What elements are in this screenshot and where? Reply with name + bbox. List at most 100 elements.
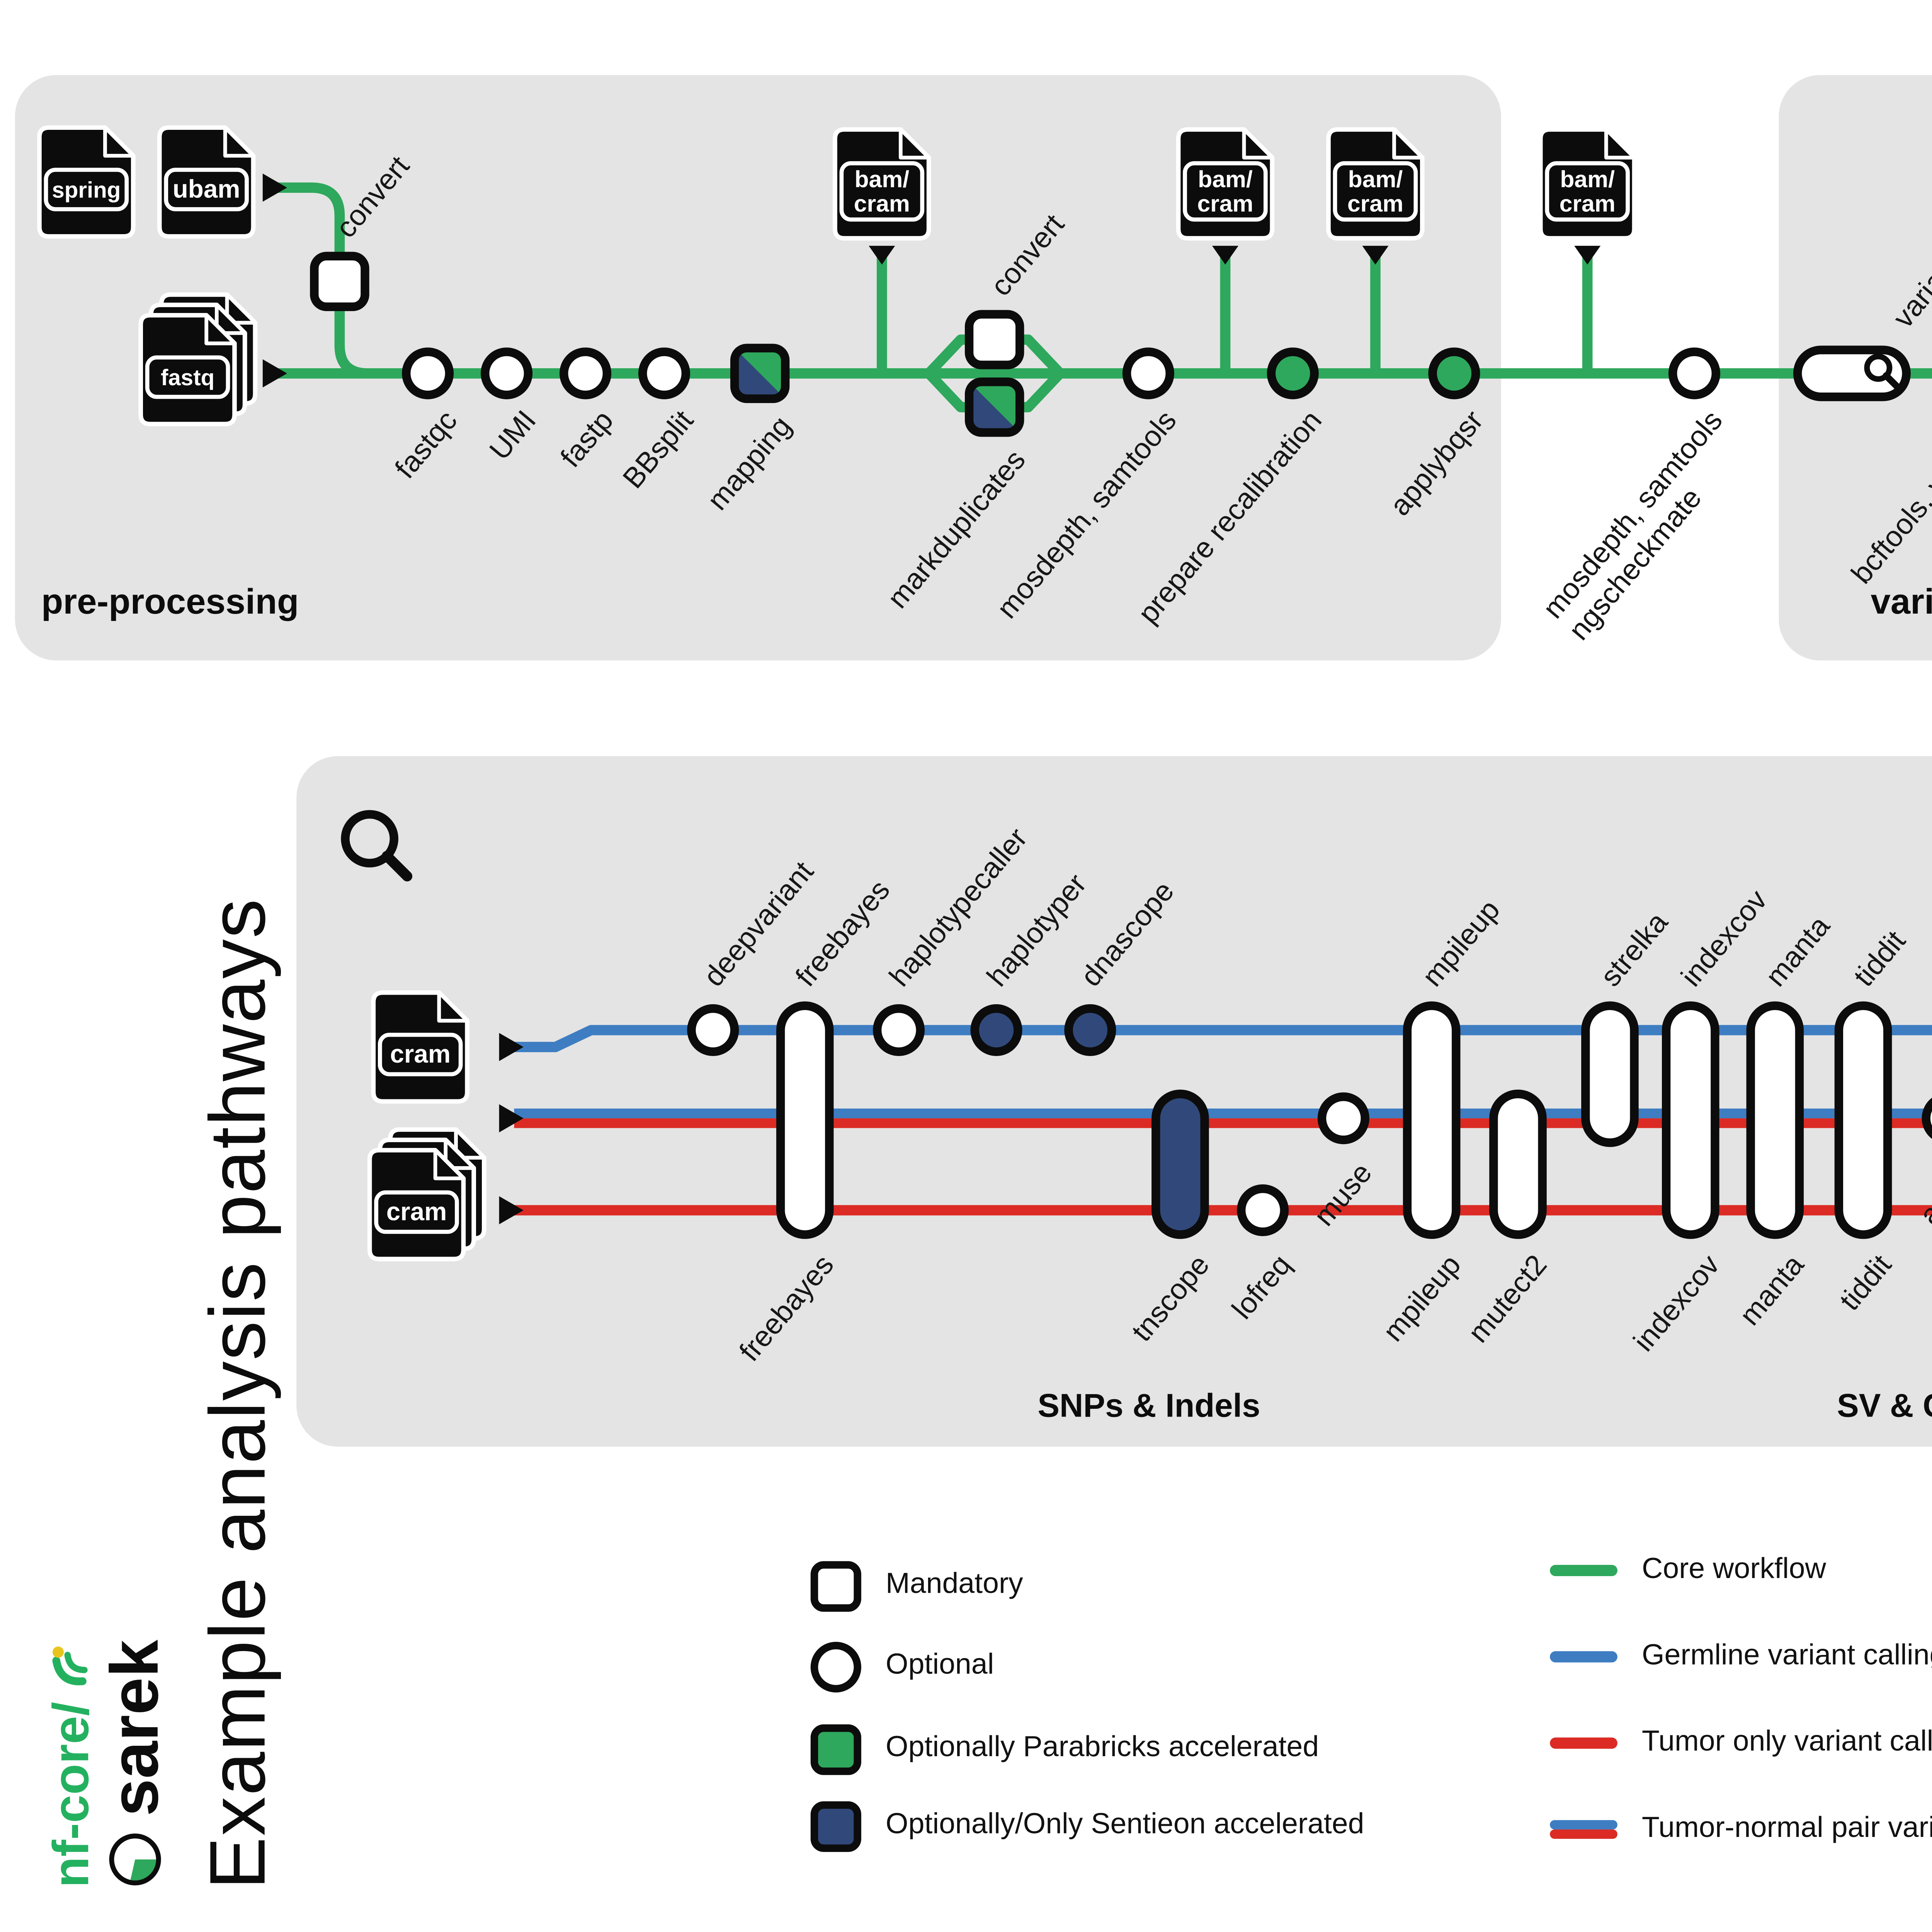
- node-tiddit: [1834, 1001, 1892, 1239]
- svg-text:bam/: bam/: [854, 166, 909, 192]
- svg-text:bam/: bam/: [1560, 166, 1615, 192]
- legend-label-optional: Optional: [886, 1649, 994, 1681]
- node-mpileup: [1403, 1001, 1461, 1239]
- node-mosdepth-ngscheckmate: [1668, 347, 1720, 400]
- node-dnascope: [1064, 1004, 1116, 1056]
- node-haplotyper: [970, 1004, 1022, 1056]
- file-icon-bam-cram-2: bam/cram: [1176, 127, 1275, 241]
- arrow-bam-out-1: [869, 246, 895, 265]
- legend-swatch-tumor-only: [1550, 1738, 1617, 1748]
- legend-label-sentieon: Optionally/Only Sentieon accelerated: [886, 1809, 1364, 1841]
- svg-text:fastq: fastq: [161, 365, 214, 390]
- svg-text:cram: cram: [1197, 190, 1253, 217]
- svg-text:bam/: bam/: [1198, 166, 1253, 192]
- node-applybqsr: [1428, 347, 1480, 400]
- legend-swatch-pair-blue: [1550, 1820, 1617, 1830]
- section-title-sv-cnv: SV & CNV: [1837, 1386, 1932, 1424]
- legend-shape-sentieon: Optionally/Only Sentieon accelerated: [810, 1798, 1364, 1854]
- svg-text:ubam: ubam: [173, 175, 240, 203]
- legend-swatch-tumor-normal-pair: [1550, 1820, 1617, 1839]
- svg-text:cram: cram: [1347, 190, 1403, 217]
- legend-label-tumor-only: Tumor only variant calling: [1642, 1726, 1932, 1759]
- attribution: Adapted from: Fellows Yates, James A., e…: [1876, 1905, 1932, 1932]
- svg-text:cram: cram: [390, 1040, 451, 1068]
- legend-shape-optional: Optional: [810, 1638, 994, 1694]
- legend-label-parabricks: Optionally Parabricks accelerated: [886, 1732, 1319, 1764]
- svg-text:cram: cram: [854, 190, 910, 217]
- magnifier-handle: [1883, 372, 1901, 390]
- node-muse: [1317, 1092, 1369, 1145]
- node-haplotypecaller: [873, 1004, 925, 1056]
- node-prepare-recalibration: [1267, 347, 1319, 400]
- file-icon-cram-normal: cram: [371, 990, 469, 1104]
- legend-swatch-pair-red: [1550, 1829, 1617, 1839]
- node-deepvariant: [687, 1004, 739, 1056]
- panel-title-variant-calling: variant calling: [1871, 583, 1932, 623]
- legend-label-germline: Germline variant calling: [1642, 1640, 1932, 1672]
- sarek-line: sarek: [95, 1639, 172, 1888]
- nf-core-logo-icon: [53, 1646, 88, 1685]
- legend-line-tumor-only: Tumor only variant calling: [1550, 1715, 1932, 1771]
- node-convert-md: [964, 310, 1024, 369]
- legend-swatch-germline: [1550, 1651, 1617, 1662]
- file-icon-bam-cram-1: bam/cram: [833, 127, 931, 241]
- legend-label-core-workflow: Core workflow: [1642, 1553, 1826, 1586]
- legend-swatch-sentieon: [810, 1800, 861, 1851]
- section-title-snps-indels: SNPs & Indels: [1037, 1386, 1260, 1424]
- flow-tumor-only-line: [514, 1205, 1932, 1216]
- search-icon-handle: [381, 850, 413, 882]
- node-indexcov: [1662, 1001, 1719, 1239]
- node-mapping: [730, 344, 790, 403]
- svg-text:cram: cram: [386, 1197, 447, 1226]
- arrow-fastq-input: [262, 359, 287, 388]
- legend-line-core-workflow: Core workflow: [1550, 1543, 1826, 1599]
- node-bbsplit: [638, 347, 690, 400]
- file-icon-bam-cram-3: bam/cram: [1326, 127, 1425, 241]
- legend-shape-parabricks: Optionally Parabricks accelerated: [810, 1721, 1319, 1777]
- arrow-ubam-input: [262, 173, 287, 202]
- svg-text:spring: spring: [52, 177, 121, 202]
- file-icon-spring: spring: [37, 125, 136, 239]
- arrow-bam-out-3: [1362, 246, 1389, 265]
- legend-swatch-parabricks: [810, 1723, 861, 1774]
- legend-label-mandatory: Mandatory: [886, 1568, 1023, 1601]
- nf-core-wordmark: nf-core/: [43, 1702, 100, 1888]
- file-icon-ubam: ubam: [157, 125, 256, 239]
- legend-line-germline: Germline variant calling: [1550, 1629, 1932, 1685]
- node-manta: [1746, 1001, 1804, 1239]
- node-markduplicates: [964, 378, 1024, 437]
- node-lofreq: [1237, 1184, 1289, 1236]
- node-freebayes: [776, 1001, 834, 1239]
- legend-swatch-core-workflow: [1550, 1565, 1617, 1576]
- node-mutect2: [1489, 1089, 1547, 1239]
- arrow-bam-out-4: [1574, 246, 1601, 265]
- legend-shape-mandatory: Mandatory: [810, 1557, 1023, 1614]
- file-icon-bam-cram-4: bam/cram: [1538, 127, 1637, 241]
- node-fastp: [560, 347, 612, 400]
- node-tnscope: [1151, 1089, 1209, 1239]
- side-title-text: Example analysis pathways: [193, 898, 282, 1889]
- panel-title-pre-processing: pre-processing: [41, 583, 299, 623]
- flow-markduplicates-split: [923, 334, 1065, 413]
- nf-core-sarek-logo-inner: nf-core/ sarek: [43, 1639, 172, 1888]
- node-strelka: [1581, 1001, 1639, 1147]
- svg-text:cram: cram: [1560, 190, 1616, 217]
- node-ascat: [1922, 1097, 1932, 1139]
- node-fastqc: [402, 347, 454, 400]
- svg-text:bam/: bam/: [1348, 166, 1403, 192]
- nf-core-line: nf-core/: [43, 1640, 100, 1888]
- file-icon-cram-tumor: cram: [367, 1127, 486, 1262]
- sarek-logo-icon: [109, 1833, 161, 1886]
- node-umi: [481, 347, 533, 400]
- legend-line-tumor-normal-pair: Tumor-normal pair variant calling: [1550, 1801, 1932, 1858]
- arrow-cram-normal-input: [499, 1033, 524, 1061]
- node-mosdepth-samtools: [1122, 347, 1174, 400]
- sarek-wordmark: sarek: [95, 1639, 172, 1816]
- arrow-pair-input: [499, 1104, 524, 1133]
- arrow-bam-out-2: [1212, 246, 1238, 265]
- legend-label-tumor-normal-pair: Tumor-normal pair variant calling: [1642, 1812, 1932, 1845]
- legend-swatch-mandatory: [810, 1560, 861, 1611]
- file-icon-fastq: fastq: [138, 292, 258, 427]
